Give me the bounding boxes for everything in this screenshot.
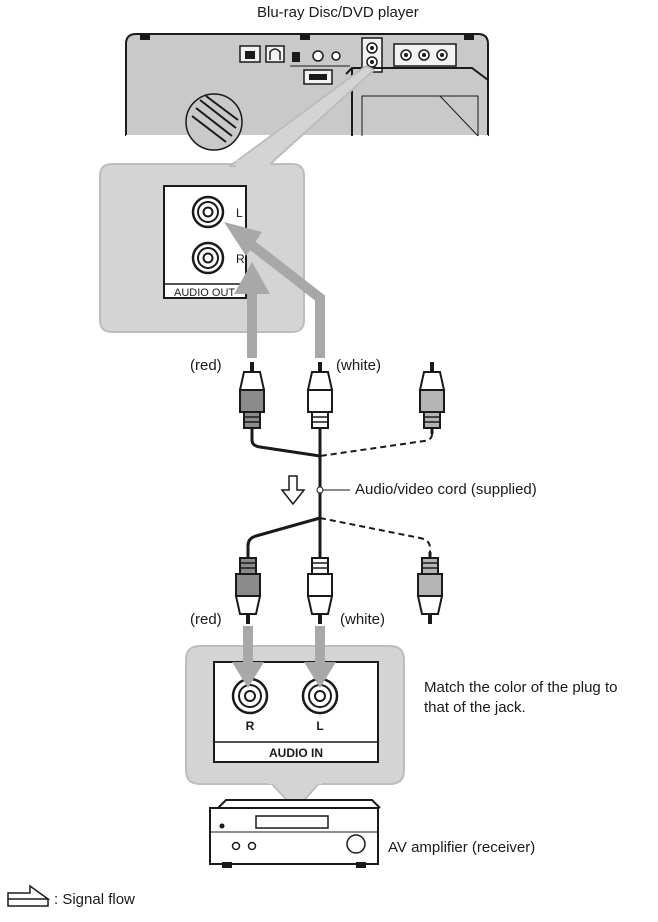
plug-yellow-top [418, 362, 446, 434]
legend-signal-flow-icon [7, 884, 51, 907]
audio-in-callout [185, 645, 405, 811]
match-note-line1: Match the color of the plug to [424, 679, 618, 696]
signal-arrow-white-bottom [304, 626, 336, 688]
plug-white-top [306, 362, 334, 434]
signal-flow-arrow-icon [280, 475, 306, 506]
legend-label: : Signal flow [54, 891, 135, 908]
av-amplifier [209, 799, 381, 868]
signal-arrow-white-top [224, 222, 325, 358]
signal-arrow-red-bottom [232, 626, 264, 688]
hdmi-port-icon [303, 69, 333, 85]
audio-out-caption: AUDIO OUT [174, 287, 235, 299]
audio-out-jack-l [191, 195, 225, 229]
audio-out-jack-r [191, 241, 225, 275]
match-note-line2: that of the jack. [424, 699, 526, 716]
plug-white-top-label: (white) [336, 357, 382, 374]
player-rear-panel [125, 33, 489, 151]
signal-arrow-red-top [234, 262, 270, 358]
audio-in-r-label: R [246, 719, 255, 733]
fan-icon [185, 93, 243, 151]
lan-port-icon [239, 45, 261, 63]
plug-red-top [238, 362, 266, 434]
plug-yellow-bottom [416, 552, 444, 624]
audio-out-r-label: R [236, 252, 245, 266]
plug-red-bottom-label: (red) [190, 611, 222, 628]
player-label: Blu-ray Disc/DVD player [257, 4, 419, 21]
plug-red-top-label: (red) [190, 357, 222, 374]
usb-port-icon [265, 45, 285, 63]
audio-in-caption: AUDIO IN [269, 746, 323, 760]
plug-white-bottom-label: (white) [340, 611, 386, 628]
amplifier-label: AV amplifier (receiver) [388, 839, 536, 856]
plug-white-bottom [306, 552, 334, 624]
plug-red-bottom [234, 552, 262, 624]
audio-in-jack-r [231, 677, 269, 715]
audio-in-l-label: L [316, 719, 323, 733]
audio-video-cord [246, 433, 433, 552]
audio-out-l-label: L [236, 206, 243, 220]
cord-label: Audio/video cord (supplied) [355, 481, 537, 498]
